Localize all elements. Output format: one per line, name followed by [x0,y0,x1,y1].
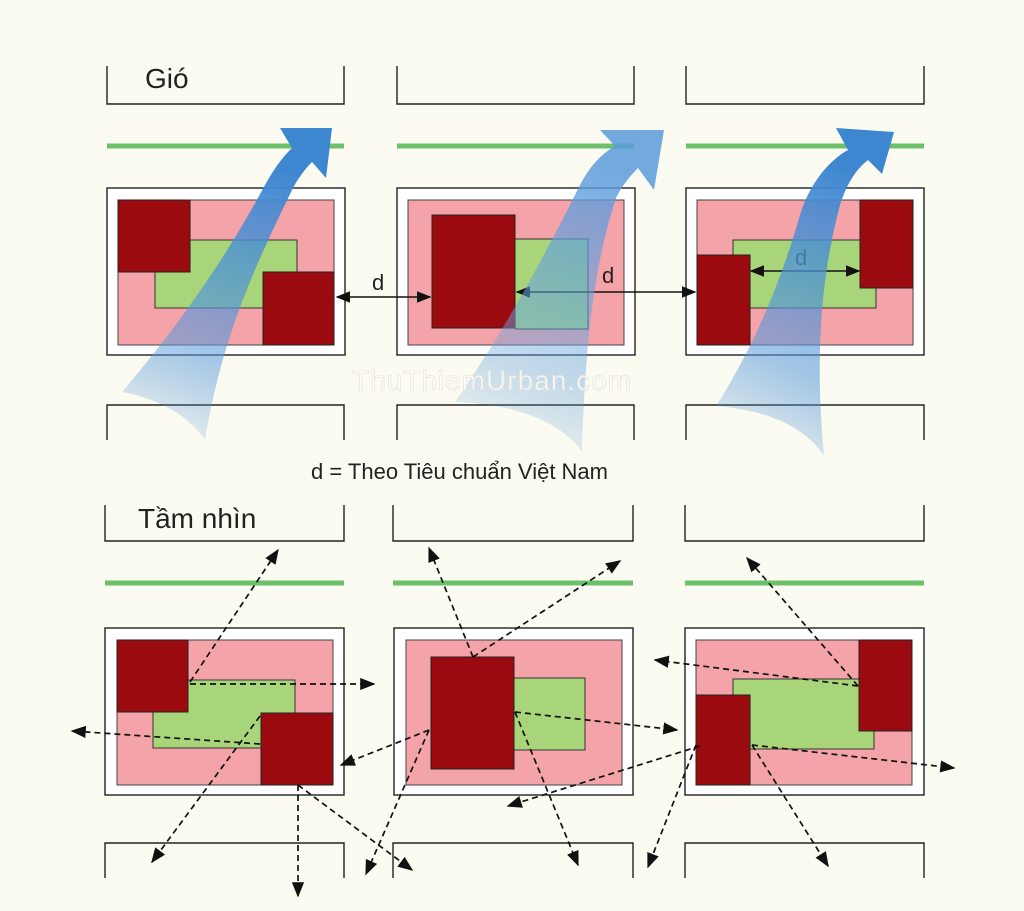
view-arrow-icon [189,548,279,683]
plot-outline [104,505,345,542]
view-arrow-icon [297,784,414,871]
building-block [116,639,189,713]
view-title: Tầm nhìn [138,503,256,534]
building-block [858,639,913,732]
distance-note: d = Theo Tiêu chuẩn Việt Nam [311,459,608,484]
plot-outline [684,505,925,542]
building-block [431,214,516,329]
building-block [260,712,334,786]
view-arrow-icon [151,715,261,864]
view-arrow-icon [70,725,261,745]
wind-section: Gió [106,63,925,456]
view-arrow-icon [514,711,579,867]
plot-outline [684,842,925,878]
building-block [117,199,191,273]
plot-outline [392,505,634,542]
view-arrow-icon [745,556,859,687]
wind-arrow-icon [716,128,894,456]
building-block [859,199,914,289]
view-arrow-icon [506,745,701,808]
top-plots-row [106,66,925,105]
distance-label: d [602,263,614,288]
wind-arrow-icon [122,128,332,440]
building-block [696,254,751,346]
building-block [262,271,335,346]
view-arrow-icon [653,655,859,687]
view-arrow-icon [339,729,430,766]
plot-outline [104,842,345,878]
view-section: Tầm nhìn [70,503,956,898]
view-top-plots-row [104,505,925,542]
courtyard [513,677,586,751]
wind-title: Gió [145,63,189,94]
plot-outline [106,404,345,440]
view-arrow-icon [647,744,697,869]
distance-label: d [372,270,384,295]
view-arrow-icon [514,711,679,735]
lot-6 [684,627,925,796]
top-plot [685,66,925,105]
lot-5 [393,627,634,796]
view-arrow-icon [751,744,956,773]
view-arrow-icon [365,729,430,876]
top-plot [106,66,345,105]
watermark: ThuThiemUrban.com [352,365,632,396]
view-arrow-icon [751,744,829,868]
top-plot [396,66,635,105]
courtyard [732,678,875,750]
building-block [695,694,751,786]
wind-arrows [122,128,894,456]
view-arrows [70,546,956,898]
lot-4 [104,627,345,796]
building-block [430,656,515,770]
plot-outline [392,842,634,878]
view-bottom-plots-row [104,842,925,878]
wind-arrow-icon [455,130,664,452]
